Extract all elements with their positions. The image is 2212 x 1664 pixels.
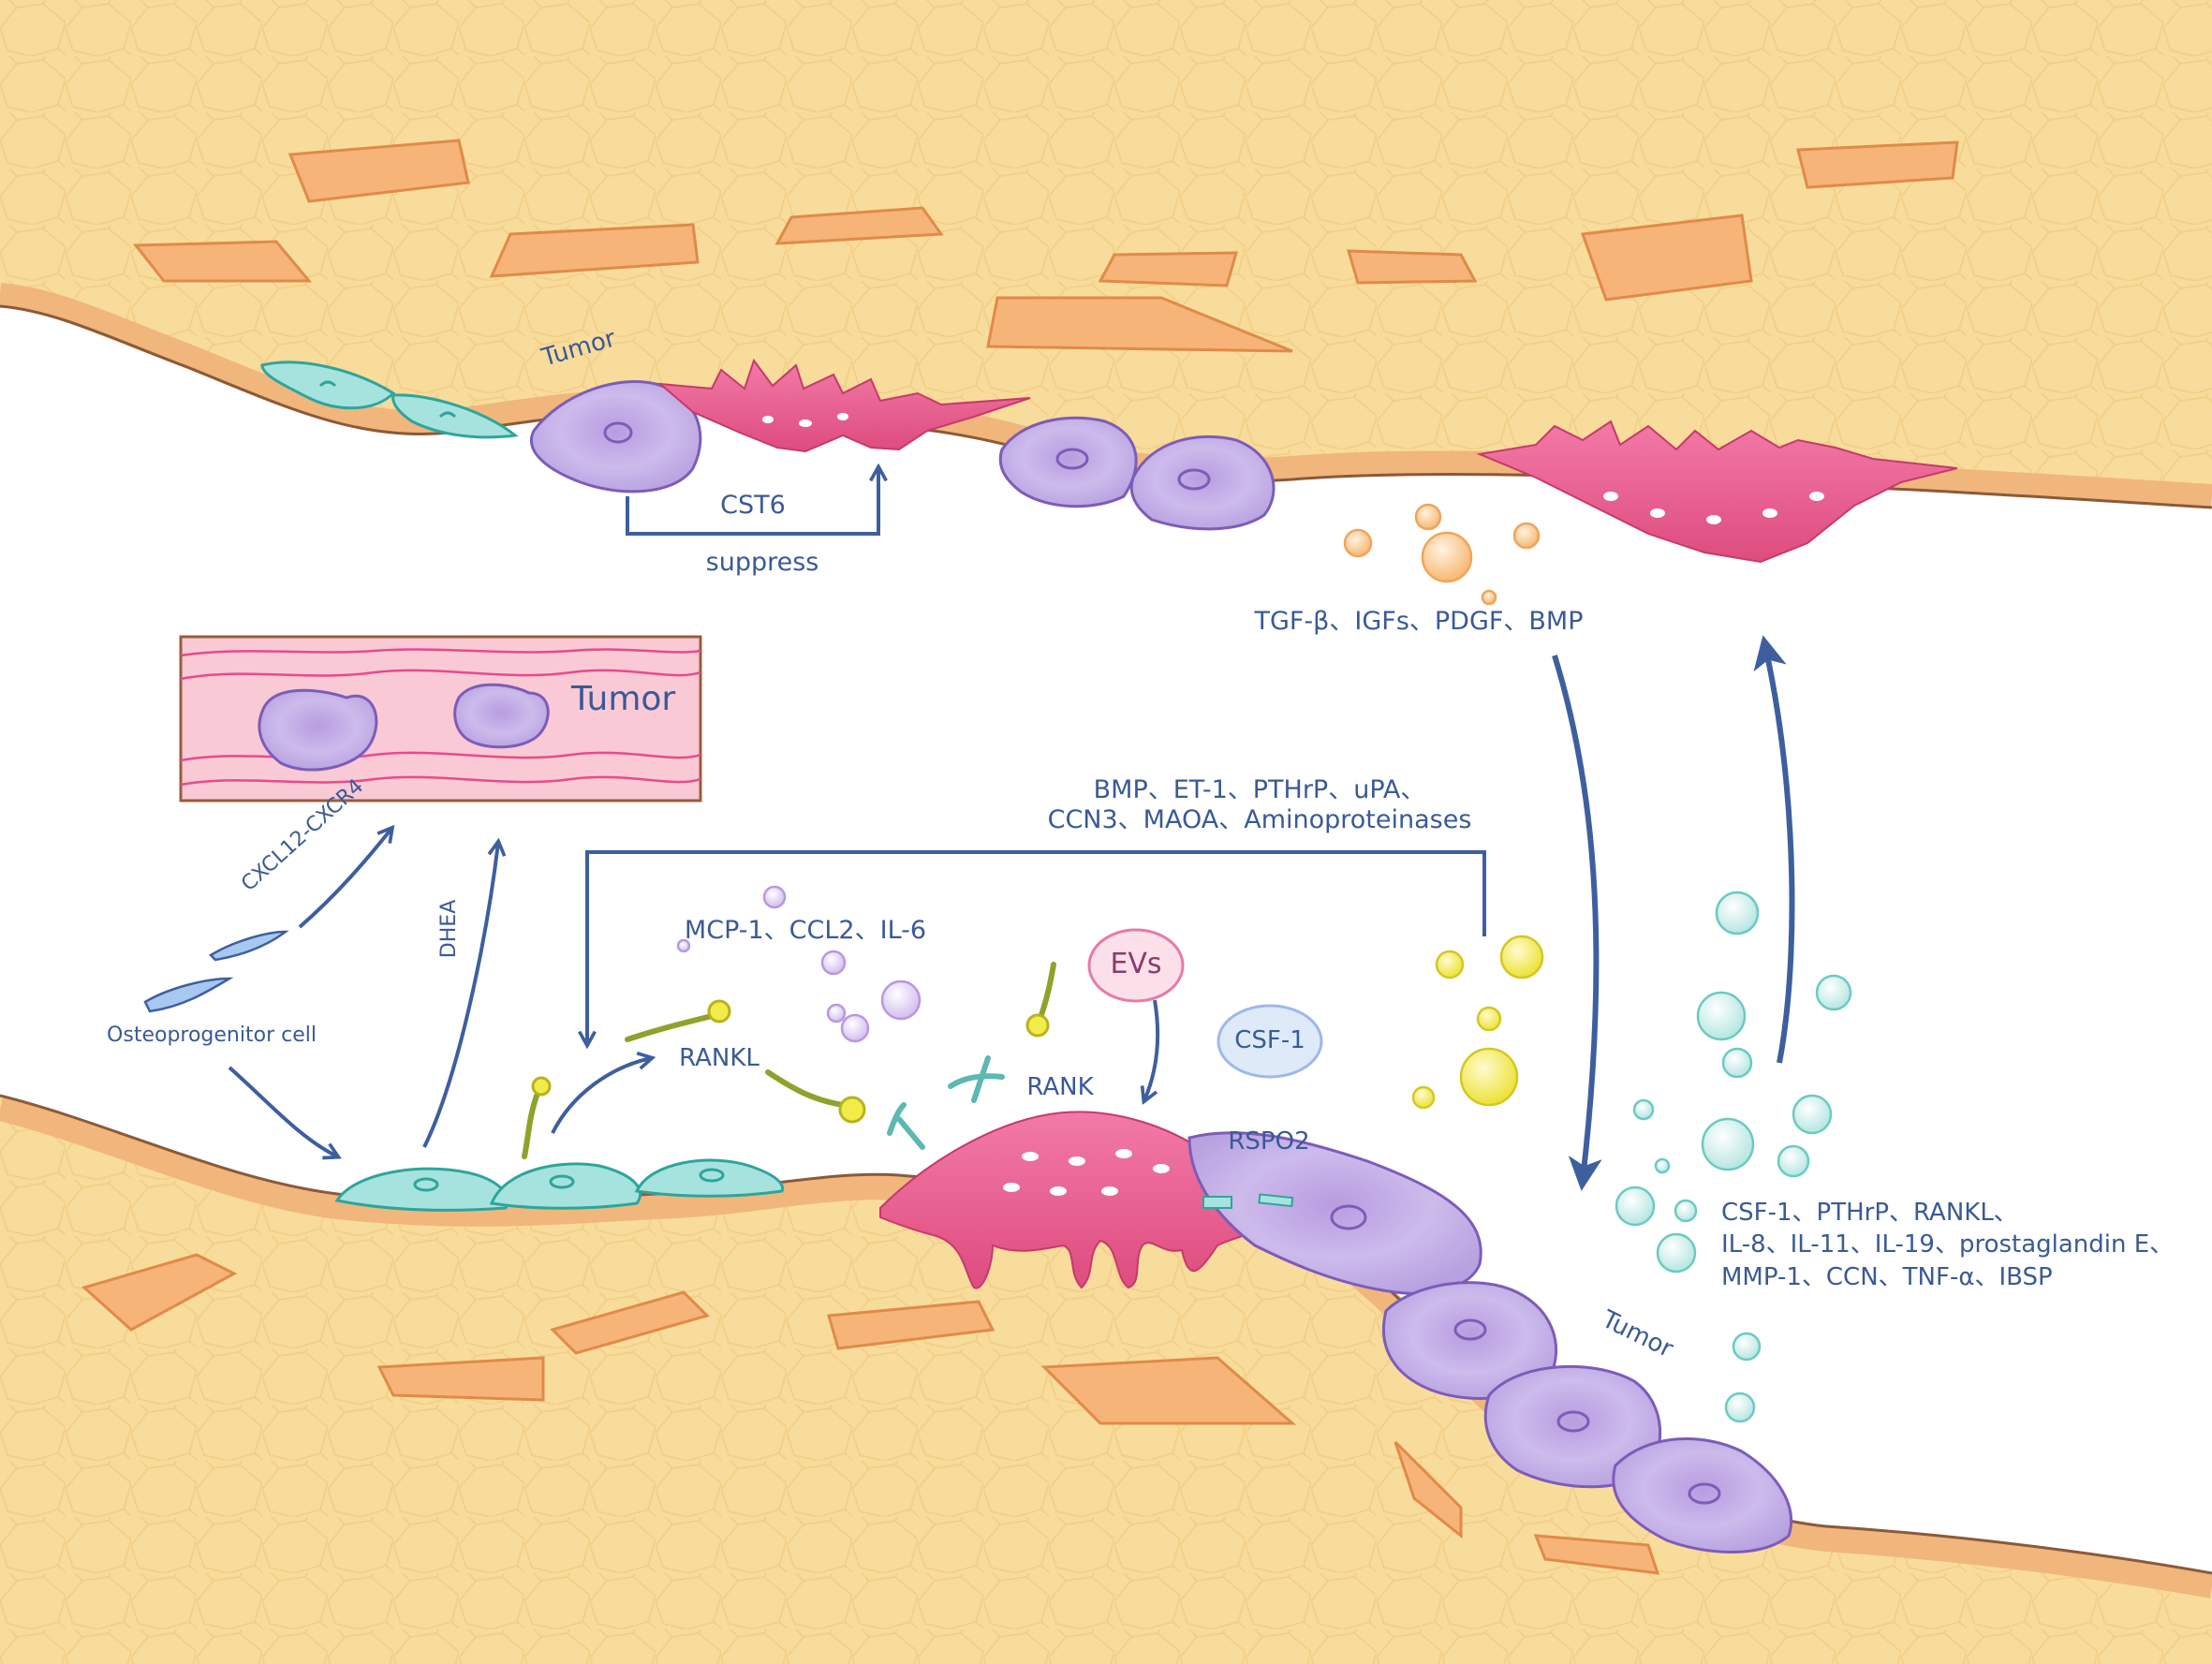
upper-osteoclasts — [656, 358, 1958, 564]
arrows — [228, 468, 1795, 1191]
label-osteoprogenitor: Osteoprogenitor cell — [107, 1023, 317, 1047]
lower-osteoblasts — [334, 1158, 785, 1212]
osteocyte-icon — [1580, 214, 1753, 302]
osteocyte-icon — [376, 1356, 545, 1402]
cst6-suppress-arrow — [626, 468, 878, 536]
rspo2-receptor-icon — [1202, 1196, 1232, 1209]
rank-receptors — [887, 1055, 1005, 1150]
label-cst6: CST6 — [720, 491, 786, 520]
lower-osteoclast — [879, 1111, 1276, 1289]
cyan-particles — [1615, 891, 1852, 1423]
label-csf-group: CSF-1、PTHrP、RANKL、 IL-8、IL-11、IL-19、pros… — [1721, 1199, 2175, 1291]
osteoprogenitor-cell-icon — [143, 977, 234, 1013]
label-evs: EVs — [1110, 948, 1162, 980]
osteoblast-cell-icon — [634, 1158, 785, 1198]
osteocyte-icon — [1098, 251, 1238, 287]
label-tumor-vessel: Tumor — [571, 680, 676, 718]
tumor-cell-icon — [258, 688, 378, 772]
progenitor-to-osteoblast-arrow — [228, 1066, 337, 1156]
osteoblast-to-rankl-arrow — [551, 1058, 651, 1134]
osteocyte-icon — [1533, 1534, 1660, 1575]
rankl-ligand-icon — [765, 1069, 846, 1108]
dhea-arrow — [422, 843, 498, 1148]
rank-receptor-icon — [948, 1055, 1005, 1103]
rank-receptor-icon — [887, 1102, 925, 1150]
osteoclast-cell-icon — [656, 358, 1031, 453]
osteocyte-icon — [550, 1290, 710, 1355]
osteoprogenitor-cell-icon — [208, 930, 289, 962]
label-csf1-bubble: CSF-1 — [1234, 1026, 1305, 1054]
label-dhea: DHEA — [436, 899, 461, 959]
osteocyte-icon — [1796, 140, 1959, 189]
blood-vessel-icon — [179, 635, 702, 803]
tumor-cell-icon — [530, 379, 702, 493]
tumor-cell-icon — [453, 683, 550, 749]
lower-tumor-cells — [1187, 1131, 1793, 1554]
evs-to-rank-arrow — [1144, 999, 1160, 1100]
csf1-bubble — [1217, 1004, 1323, 1079]
osteoprogenitor-cells — [143, 930, 289, 1013]
osteocyte-icon — [774, 206, 944, 245]
orange-particles — [1343, 503, 1541, 606]
label-mcp1: MCP-1、CCL2、IL-6 — [684, 916, 927, 945]
label-rank: RANK — [1026, 1073, 1094, 1101]
osteoclast-cell-icon — [879, 1111, 1276, 1289]
upper-osteoblasts — [260, 361, 519, 439]
rankl-ligand-icon — [625, 1013, 715, 1042]
yellow-particles — [1411, 935, 1544, 1110]
osteocyte-icon — [489, 223, 700, 278]
osteocyte-icon — [827, 1300, 995, 1350]
csf-feedback-arrow — [1753, 635, 1795, 1064]
rankl-ligands — [522, 962, 1056, 1159]
tgf-release-arrow — [1552, 655, 1602, 1191]
label-rankl: RANKL — [679, 1044, 759, 1072]
cxcl12-arrow — [298, 829, 391, 929]
osteocyte-icon — [288, 139, 470, 203]
label-rspo2: RSPO2 — [1228, 1127, 1310, 1156]
rankl-ligand-icon — [1037, 962, 1056, 1023]
osteocytes — [81, 139, 1959, 1575]
osteoclast-cell-icon — [1476, 420, 1958, 564]
label-bmp-group: BMP、ET-1、PTHrP、uPA、 CCN3、MAOA、Aminoprote… — [1047, 775, 1472, 835]
osteocyte-icon — [81, 1253, 238, 1332]
evs-bubble — [1087, 928, 1185, 1003]
upper-tumor-cells — [530, 379, 1276, 531]
bmp-feedback-arrow — [587, 850, 1486, 1044]
rankl-heads — [531, 999, 1050, 1124]
osteocyte-icon — [1346, 249, 1478, 285]
label-tgf-group: TGF-β、IGFs、PDGF、BMP — [1254, 607, 1584, 636]
tumor-cell-icon — [1129, 434, 1276, 531]
osteocyte-icon — [986, 296, 1293, 353]
osteocyte-icon — [132, 240, 313, 283]
label-suppress: suppress — [705, 548, 819, 577]
osteoblast-cell-icon — [260, 361, 396, 410]
rankl-ligand-icon — [522, 1088, 541, 1159]
osteocyte-icon — [1040, 1356, 1296, 1425]
violet-particles — [676, 885, 922, 1043]
osteocyte-icon — [1394, 1440, 1463, 1539]
tumor-cell-icon — [1612, 1437, 1793, 1554]
tumor-cell-icon — [998, 416, 1138, 508]
rspo2-receptor-icon — [1258, 1193, 1294, 1208]
